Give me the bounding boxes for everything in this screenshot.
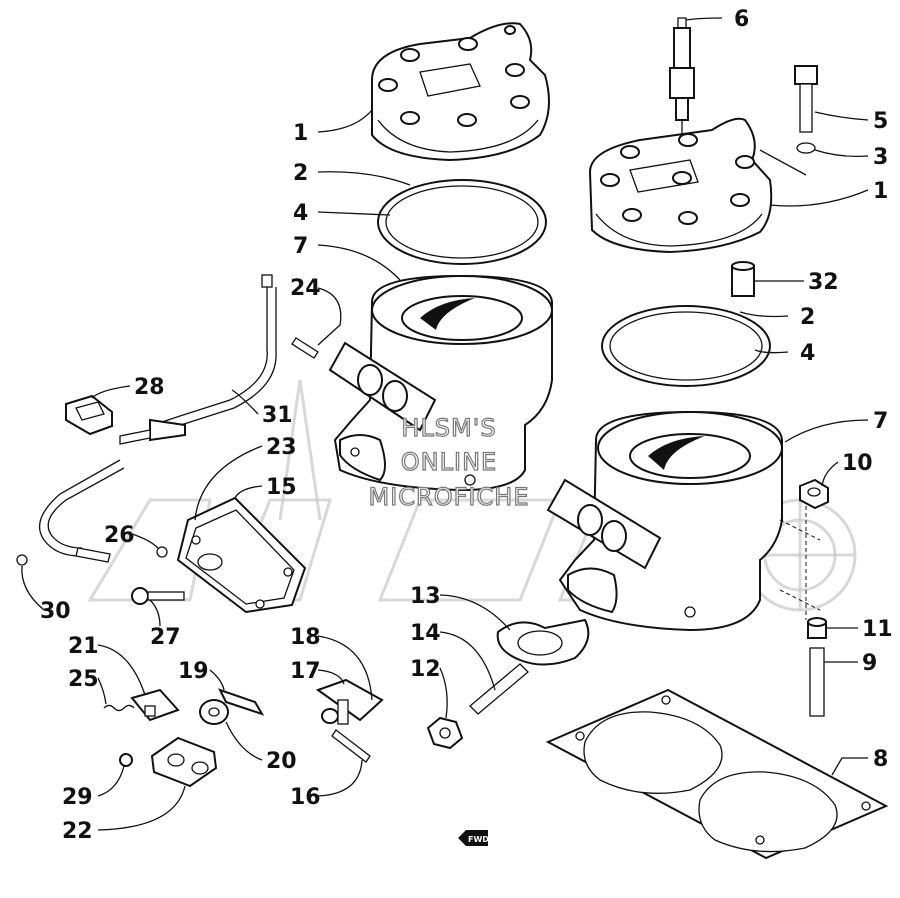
spring xyxy=(103,704,135,712)
screw-29 xyxy=(119,753,133,767)
valve-18-17 xyxy=(315,678,384,725)
callout-15: 15 xyxy=(266,475,297,500)
callout-6: 6 xyxy=(734,7,749,32)
callout-11: 11 xyxy=(862,617,893,642)
watermark-line-2: ONLINE xyxy=(401,448,497,476)
housing-screw xyxy=(131,587,185,605)
base-gasket xyxy=(545,688,889,860)
callout-1-right: 1 xyxy=(873,179,888,204)
callout-5: 5 xyxy=(873,109,888,134)
callout-9: 9 xyxy=(862,651,877,676)
callout-16: 16 xyxy=(290,785,321,810)
callout-12: 12 xyxy=(410,657,441,682)
callout-24: 24 xyxy=(290,276,321,301)
head-bolt xyxy=(759,65,818,176)
callout-1-left: 1 xyxy=(293,121,308,146)
spacer-11 xyxy=(807,617,827,639)
nut-10 xyxy=(799,478,829,510)
callout-25: 25 xyxy=(68,667,99,692)
valve-blade-21 xyxy=(130,688,180,722)
valve-20 xyxy=(199,688,265,725)
leader-lines xyxy=(21,17,869,831)
alignment-lines xyxy=(779,506,821,620)
o-ring xyxy=(156,546,168,558)
callout-23: 23 xyxy=(266,435,297,460)
callout-29: 29 xyxy=(62,785,93,810)
callout-18: 18 xyxy=(290,625,321,650)
callout-20: 20 xyxy=(266,749,297,774)
watermark-text: HLSM'S ONLINE MICROFICHE xyxy=(368,413,530,511)
callout-4-right: 4 xyxy=(800,341,815,366)
fwd-label: FWD xyxy=(468,835,489,844)
cylinder-right xyxy=(546,410,783,632)
cylinder-head-left xyxy=(371,22,550,162)
callout-labels: 1 2 4 7 24 6 5 3 1 32 2 4 7 10 11 9 8 28… xyxy=(40,7,893,844)
callout-32: 32 xyxy=(808,270,839,295)
callout-30: 30 xyxy=(40,599,71,624)
callout-19: 19 xyxy=(178,659,209,684)
sleeve xyxy=(731,261,755,297)
exhaust-stud xyxy=(469,663,529,715)
cable-clip xyxy=(65,394,113,436)
callout-3: 3 xyxy=(873,145,888,170)
callout-28: 28 xyxy=(134,375,165,400)
exhaust-valve-cable xyxy=(16,274,277,566)
callout-26: 26 xyxy=(104,523,135,548)
exhaust-flange-gasket xyxy=(496,618,590,666)
watermark-line-3: MICROFICHE xyxy=(369,483,530,511)
head-gaskets-right xyxy=(601,305,771,387)
callout-17: 17 xyxy=(290,659,321,684)
callout-22: 22 xyxy=(62,819,93,844)
callout-27: 27 xyxy=(150,625,181,650)
callout-8: 8 xyxy=(873,747,888,772)
flange-nut xyxy=(426,716,464,750)
watermark-line-1: HLSM'S xyxy=(401,414,496,442)
callout-10: 10 xyxy=(842,451,873,476)
callout-4-left: 4 xyxy=(293,201,308,226)
callout-2-right: 2 xyxy=(800,305,815,330)
valve-housing xyxy=(176,496,307,614)
stud-9 xyxy=(809,647,825,717)
valve-cover-gasket xyxy=(150,736,218,788)
cylinder-head-right xyxy=(588,117,773,254)
callout-7-right: 7 xyxy=(873,409,888,434)
callout-14: 14 xyxy=(410,621,441,646)
callout-7-left: 7 xyxy=(293,234,308,259)
callout-31: 31 xyxy=(262,403,293,428)
dowel-pin-24 xyxy=(291,337,319,359)
cylinder-left xyxy=(328,274,553,492)
callout-21: 21 xyxy=(68,634,99,659)
head-gaskets-left xyxy=(377,179,547,265)
fwd-arrow-icon: FWD xyxy=(458,830,489,846)
pin-16 xyxy=(331,729,371,763)
callout-13: 13 xyxy=(410,584,441,609)
callout-2-left: 2 xyxy=(293,161,308,186)
